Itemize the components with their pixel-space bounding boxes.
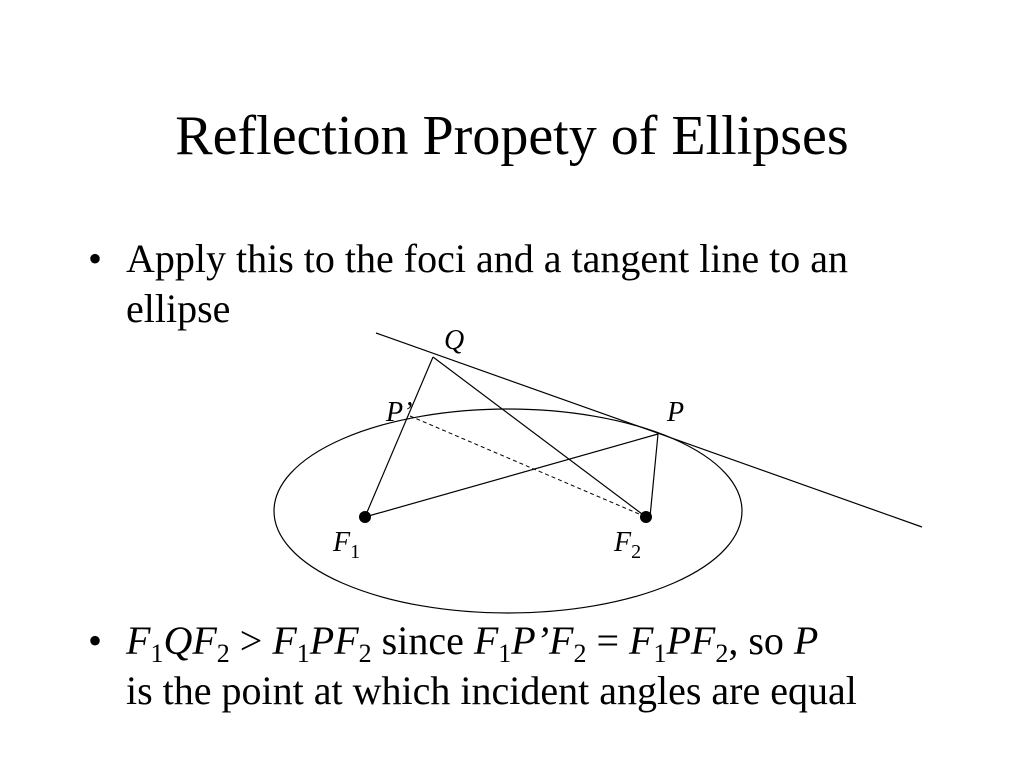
dashed-segment-p-prime-f2 — [409, 415, 647, 518]
label-f1: F1 — [332, 527, 360, 563]
inequality-statement: F1QF2 > F1PF2 since F1P’F2 = F1PF2, so P — [126, 618, 819, 668]
segment-f1-p — [364, 433, 659, 518]
label-p-prime: P’ — [385, 397, 412, 428]
bullet-text: F1QF2 > F1PF2 since F1P’F2 = F1PF2, so P… — [126, 616, 918, 716]
conclusion-text: is the point at which incident angles ar… — [126, 668, 857, 713]
slide-title: Reflection Propety of Ellipses — [175, 105, 849, 167]
bullet-dot: • — [88, 236, 103, 281]
label-q: Q — [444, 325, 464, 356]
focus-f2-point — [640, 511, 652, 523]
bullet-apply-foci: • Apply this to the foci and a tangent l… — [88, 234, 918, 334]
segment-p-f2 — [649, 433, 659, 518]
ellipse-curve — [273, 408, 743, 614]
label-f2: F2 — [613, 527, 641, 563]
segment-f1-q — [364, 356, 434, 518]
label-p: P — [666, 397, 684, 428]
bullet-dot: • — [88, 618, 103, 663]
bullet-text: Apply this to the foci and a tangent lin… — [126, 236, 849, 331]
tangent-line — [375, 332, 923, 528]
segment-q-f2 — [432, 356, 647, 518]
bullet-conclusion: • F1QF2 > F1PF2 since F1P’F2 = F1PF2, so… — [88, 616, 918, 716]
focus-f1-point — [359, 511, 371, 523]
